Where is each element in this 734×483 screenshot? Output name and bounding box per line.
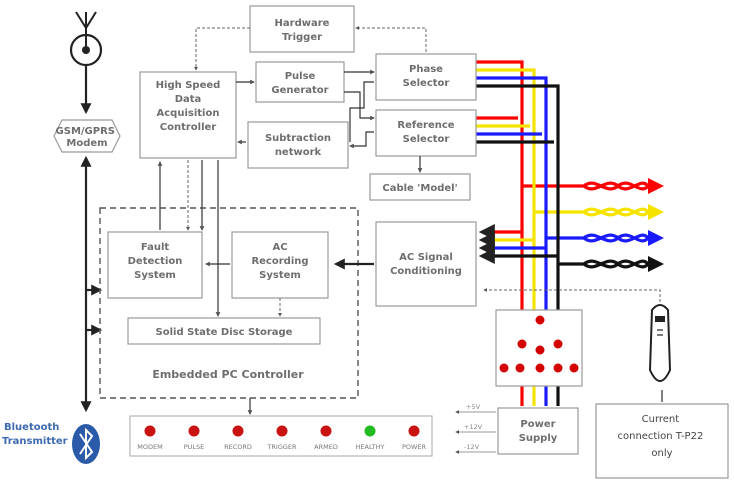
embedded-pc-label: Embedded PC Controller [152, 368, 304, 381]
cable-model-block: Cable 'Model' [369, 173, 471, 201]
led-label: MODEM [137, 443, 162, 451]
current-connection-note: Current connection T-P22 only [595, 403, 729, 479]
antenna-icon [69, 11, 103, 67]
voltage-5v: +5V [466, 403, 481, 411]
phase-wire-3 [476, 76, 548, 390]
phase-wire-1 [476, 60, 524, 390]
led-label: PULSE [184, 443, 205, 451]
led-record [232, 425, 244, 437]
bluetooth-label: Bluetooth Transmitter [2, 422, 68, 447]
led-label: HEALTHY [356, 443, 385, 451]
led-indicators: MODEM PULSE RECORD TRIGGER ARMED HEALTHY POWER [137, 425, 427, 451]
socket-block [495, 309, 583, 387]
voltage-12v: +12V [464, 423, 483, 431]
led-label: TRIGGER [266, 443, 297, 451]
gsm-modem-block: GSM/GPRS Modem [53, 119, 121, 153]
current-clamp-icon [648, 304, 672, 402]
svg-text:Current connection T-P22: Current connection T-P22 only [617, 414, 706, 459]
led-power [408, 425, 420, 437]
led-label: ARMED [314, 443, 338, 451]
voltage-outputs: +5V +12V -12V [455, 403, 496, 454]
led-armed [320, 425, 332, 437]
phase-wire-1-twist-b [582, 181, 650, 191]
led-healthy [364, 425, 376, 437]
led-trigger [276, 425, 288, 437]
phase-wire-3-twist-b [582, 233, 650, 243]
gsm-modem-label: GSM/GPRS Modem [56, 126, 119, 149]
bluetooth-icon [72, 424, 100, 464]
svg-text:Cable 'Model': Cable 'Model' [382, 183, 457, 194]
phase-wire-4-arrowhead [648, 256, 664, 272]
ssd-storage-block: Solid State Disc Storage [127, 317, 321, 345]
svg-text:Solid State Disc Storage: Solid State Disc Storage [156, 327, 293, 338]
phase-wire-2 [476, 68, 536, 390]
phase-wire-4-twist-b [582, 259, 650, 269]
phase-wire-2-arrowhead [648, 204, 664, 220]
phase-wires [476, 60, 664, 406]
phase-wire-4 [476, 84, 560, 390]
led-modem [144, 425, 156, 437]
phase-wire-2-twist-b [582, 207, 650, 217]
embedded-pc-container [99, 207, 359, 399]
voltage-neg12v: -12V [464, 443, 480, 451]
phase-wire-1-arrowhead [648, 178, 664, 194]
phase-wire-3-arrowhead [648, 230, 664, 246]
led-label: RECORD [224, 443, 252, 451]
led-pulse [188, 425, 200, 437]
led-label: POWER [402, 443, 427, 451]
led-panel [129, 415, 433, 457]
